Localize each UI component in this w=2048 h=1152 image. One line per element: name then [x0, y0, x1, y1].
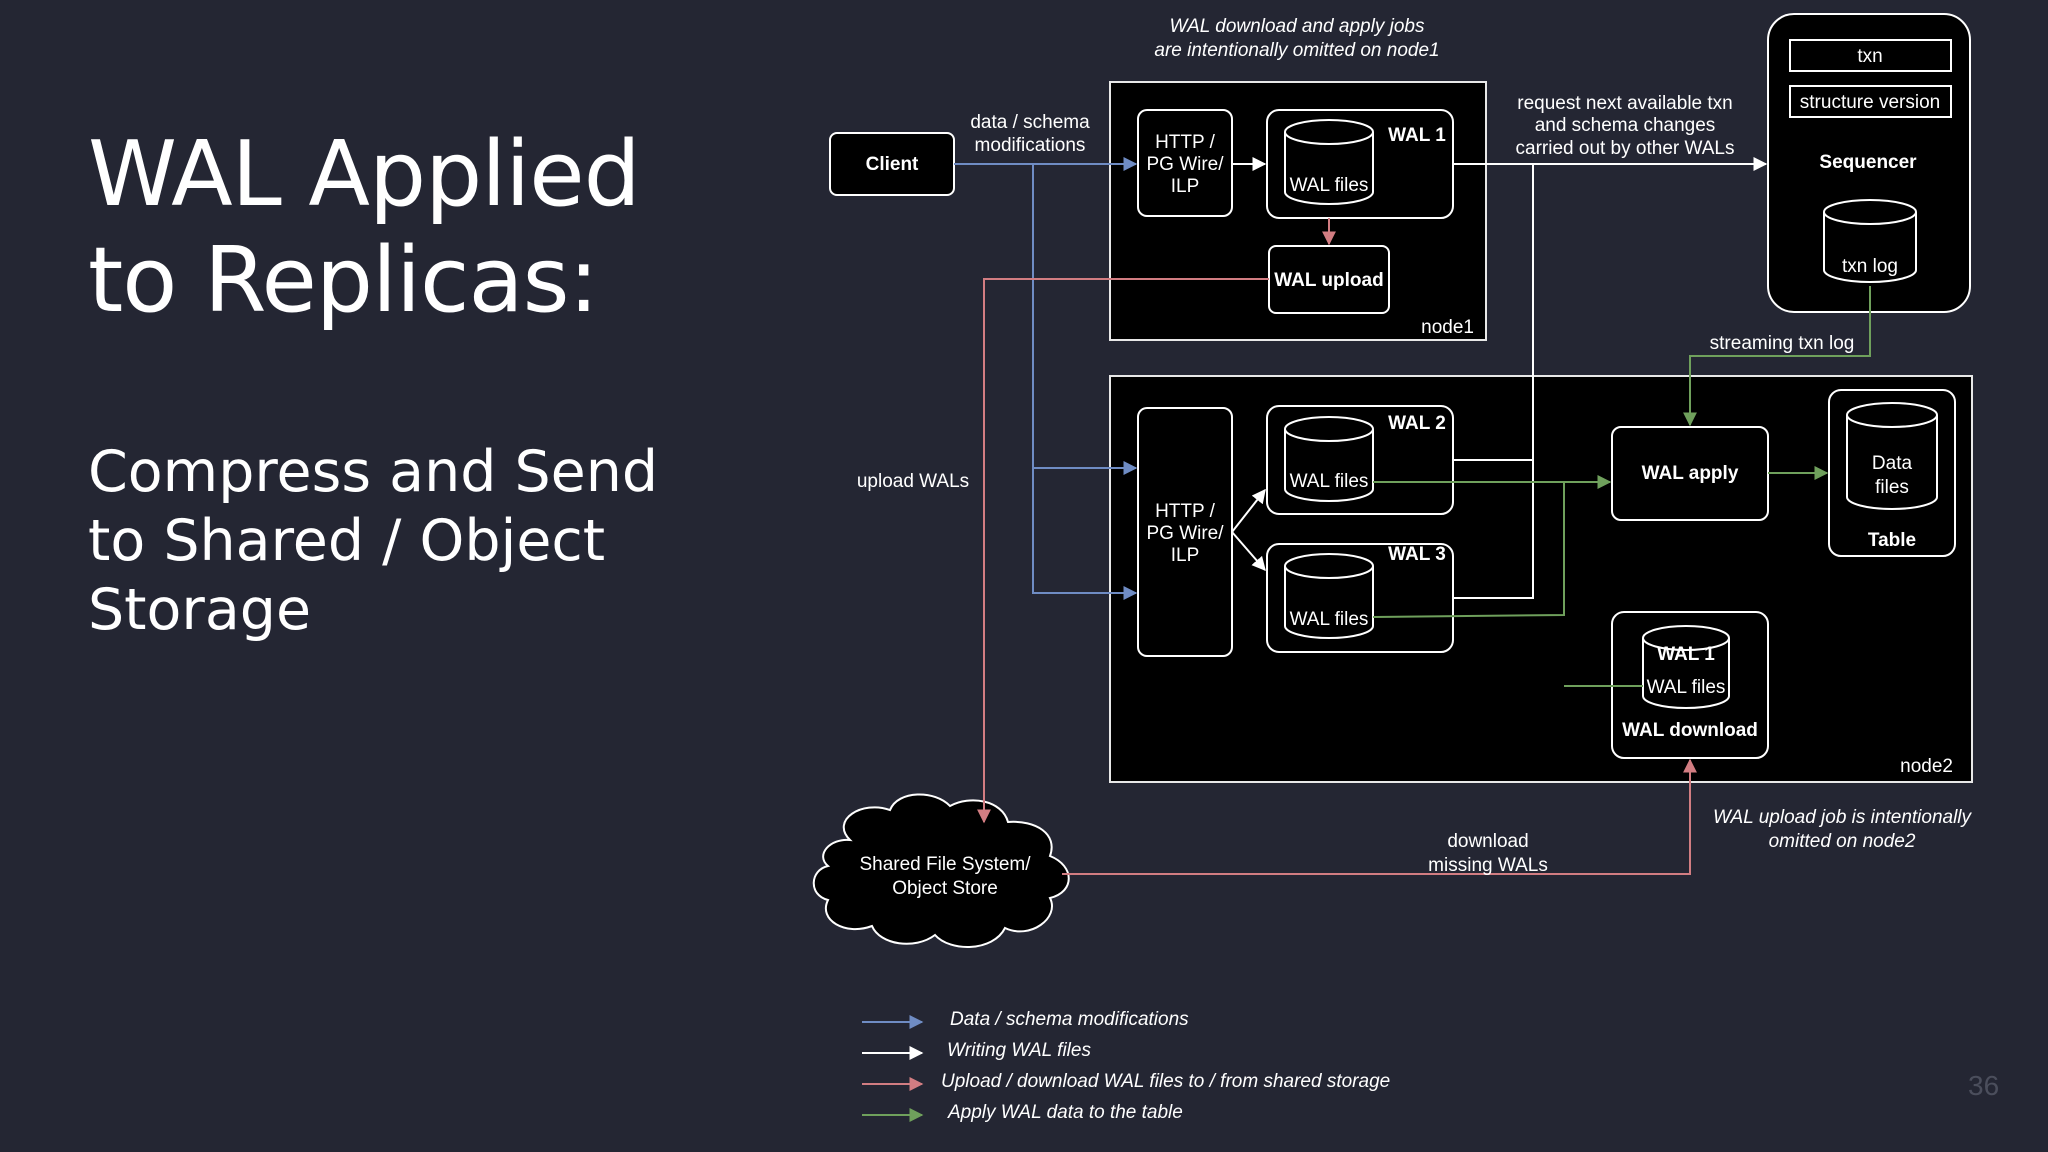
txn-log-cylinder-icon	[1823, 199, 1917, 283]
node1-http-label: PG Wire/	[1146, 154, 1224, 175]
edge-label: request next available txn	[1517, 93, 1732, 114]
wal-upload-label: WAL upload	[1274, 270, 1383, 291]
wal-files-label: WAL files	[1290, 175, 1369, 196]
edge-label: missing WALs	[1428, 855, 1548, 876]
dl-wal-cylinder-icon	[1642, 625, 1730, 709]
wal-download-label: WAL download	[1622, 720, 1758, 741]
node2-label: node2	[1900, 756, 1953, 777]
node2-http-label: PG Wire/	[1146, 523, 1224, 544]
wal-apply-label: WAL apply	[1642, 463, 1739, 484]
edge-label: carried out by other WALs	[1516, 138, 1735, 159]
wal-files-label: WAL files	[1647, 677, 1726, 698]
legend-label: Upload / download WAL files to / from sh…	[941, 1071, 1390, 1092]
download-missing-wals-arrow	[1062, 758, 1697, 875]
http-to-wal2-arrow	[1231, 488, 1266, 533]
node2-http-label: ILP	[1171, 545, 1200, 566]
sequencer-label: Sequencer	[1819, 152, 1917, 173]
title-line: to Replicas:	[88, 228, 599, 333]
subtitle-line: Storage	[88, 577, 312, 643]
edge-label: streaming txn log	[1710, 333, 1855, 354]
edge-label: upload WALs	[857, 471, 969, 492]
legend-label: Apply WAL data to the table	[947, 1102, 1183, 1123]
edge-label: and schema changes	[1535, 115, 1716, 136]
node1-http-label: HTTP /	[1155, 132, 1216, 153]
storage-label: Object Store	[892, 878, 998, 899]
upload-wals-arrow	[977, 278, 1269, 824]
subtitle-line: Compress and Send	[88, 439, 659, 505]
note-top: WAL download and apply jobs	[1170, 16, 1425, 37]
dl-wal1-label: WAL 1	[1657, 644, 1715, 665]
seq-structure-box	[1789, 85, 1952, 118]
node1-label: node1	[1421, 317, 1474, 338]
txn-log-label: txn log	[1842, 256, 1898, 277]
streaming-txn-log-arrow	[1683, 286, 1871, 427]
data-files-label: Data	[1872, 453, 1913, 474]
data-files-cylinder-icon	[1846, 402, 1938, 510]
note-top: are intentionally omitted on node1	[1154, 40, 1439, 61]
node1-http-label: ILP	[1171, 176, 1200, 197]
title-line: WAL Applied	[88, 122, 641, 227]
client-to-node2-arrow	[1032, 164, 1138, 600]
wal-files-label: WAL files	[1290, 609, 1369, 630]
client-label: Client	[866, 154, 919, 175]
wal-files-cylinder-icon	[1284, 553, 1374, 639]
edge-label: data / schema	[970, 112, 1090, 133]
wal3-request-line	[1453, 164, 1534, 599]
note-bottom: WAL upload job is intentionally	[1713, 807, 1973, 828]
seq-txn-label: txn	[1857, 46, 1882, 67]
edge-label: modifications	[975, 135, 1086, 156]
note-bottom: omitted on node2	[1769, 831, 1916, 852]
edge-label: download	[1447, 831, 1528, 852]
wal-files-cylinder-icon	[1284, 119, 1374, 205]
legend: Data / schema modifications Writing WAL …	[862, 1009, 1390, 1123]
subtitle-line: to Shared / Object	[88, 508, 606, 574]
slide-title: WAL Applied to Replicas:	[88, 122, 728, 334]
seq-txn-box	[1789, 39, 1952, 72]
wal3-label: WAL 3	[1388, 544, 1446, 565]
storage-label: Shared File System/	[859, 854, 1031, 875]
wal-files-cylinder-icon	[1284, 416, 1374, 502]
wal1-label: WAL 1	[1388, 125, 1446, 146]
page-number: 36	[1968, 1070, 2000, 1101]
data-files-label: files	[1875, 477, 1909, 498]
seq-structure-label: structure version	[1800, 92, 1940, 113]
http-to-wal3-arrow	[1231, 531, 1266, 572]
legend-label: Writing WAL files	[947, 1040, 1091, 1061]
slide-subtitle: Compress and Send to Shared / Object Sto…	[88, 438, 728, 645]
wal2-label: WAL 2	[1388, 413, 1446, 434]
wal3-to-apply-line	[1372, 482, 1565, 618]
wal-files-label: WAL files	[1290, 471, 1369, 492]
shared-storage-cloud-icon	[812, 793, 1070, 948]
table-label: Table	[1868, 530, 1916, 551]
legend-label: Data / schema modifications	[950, 1009, 1189, 1030]
node2-http-label: HTTP /	[1155, 501, 1216, 522]
